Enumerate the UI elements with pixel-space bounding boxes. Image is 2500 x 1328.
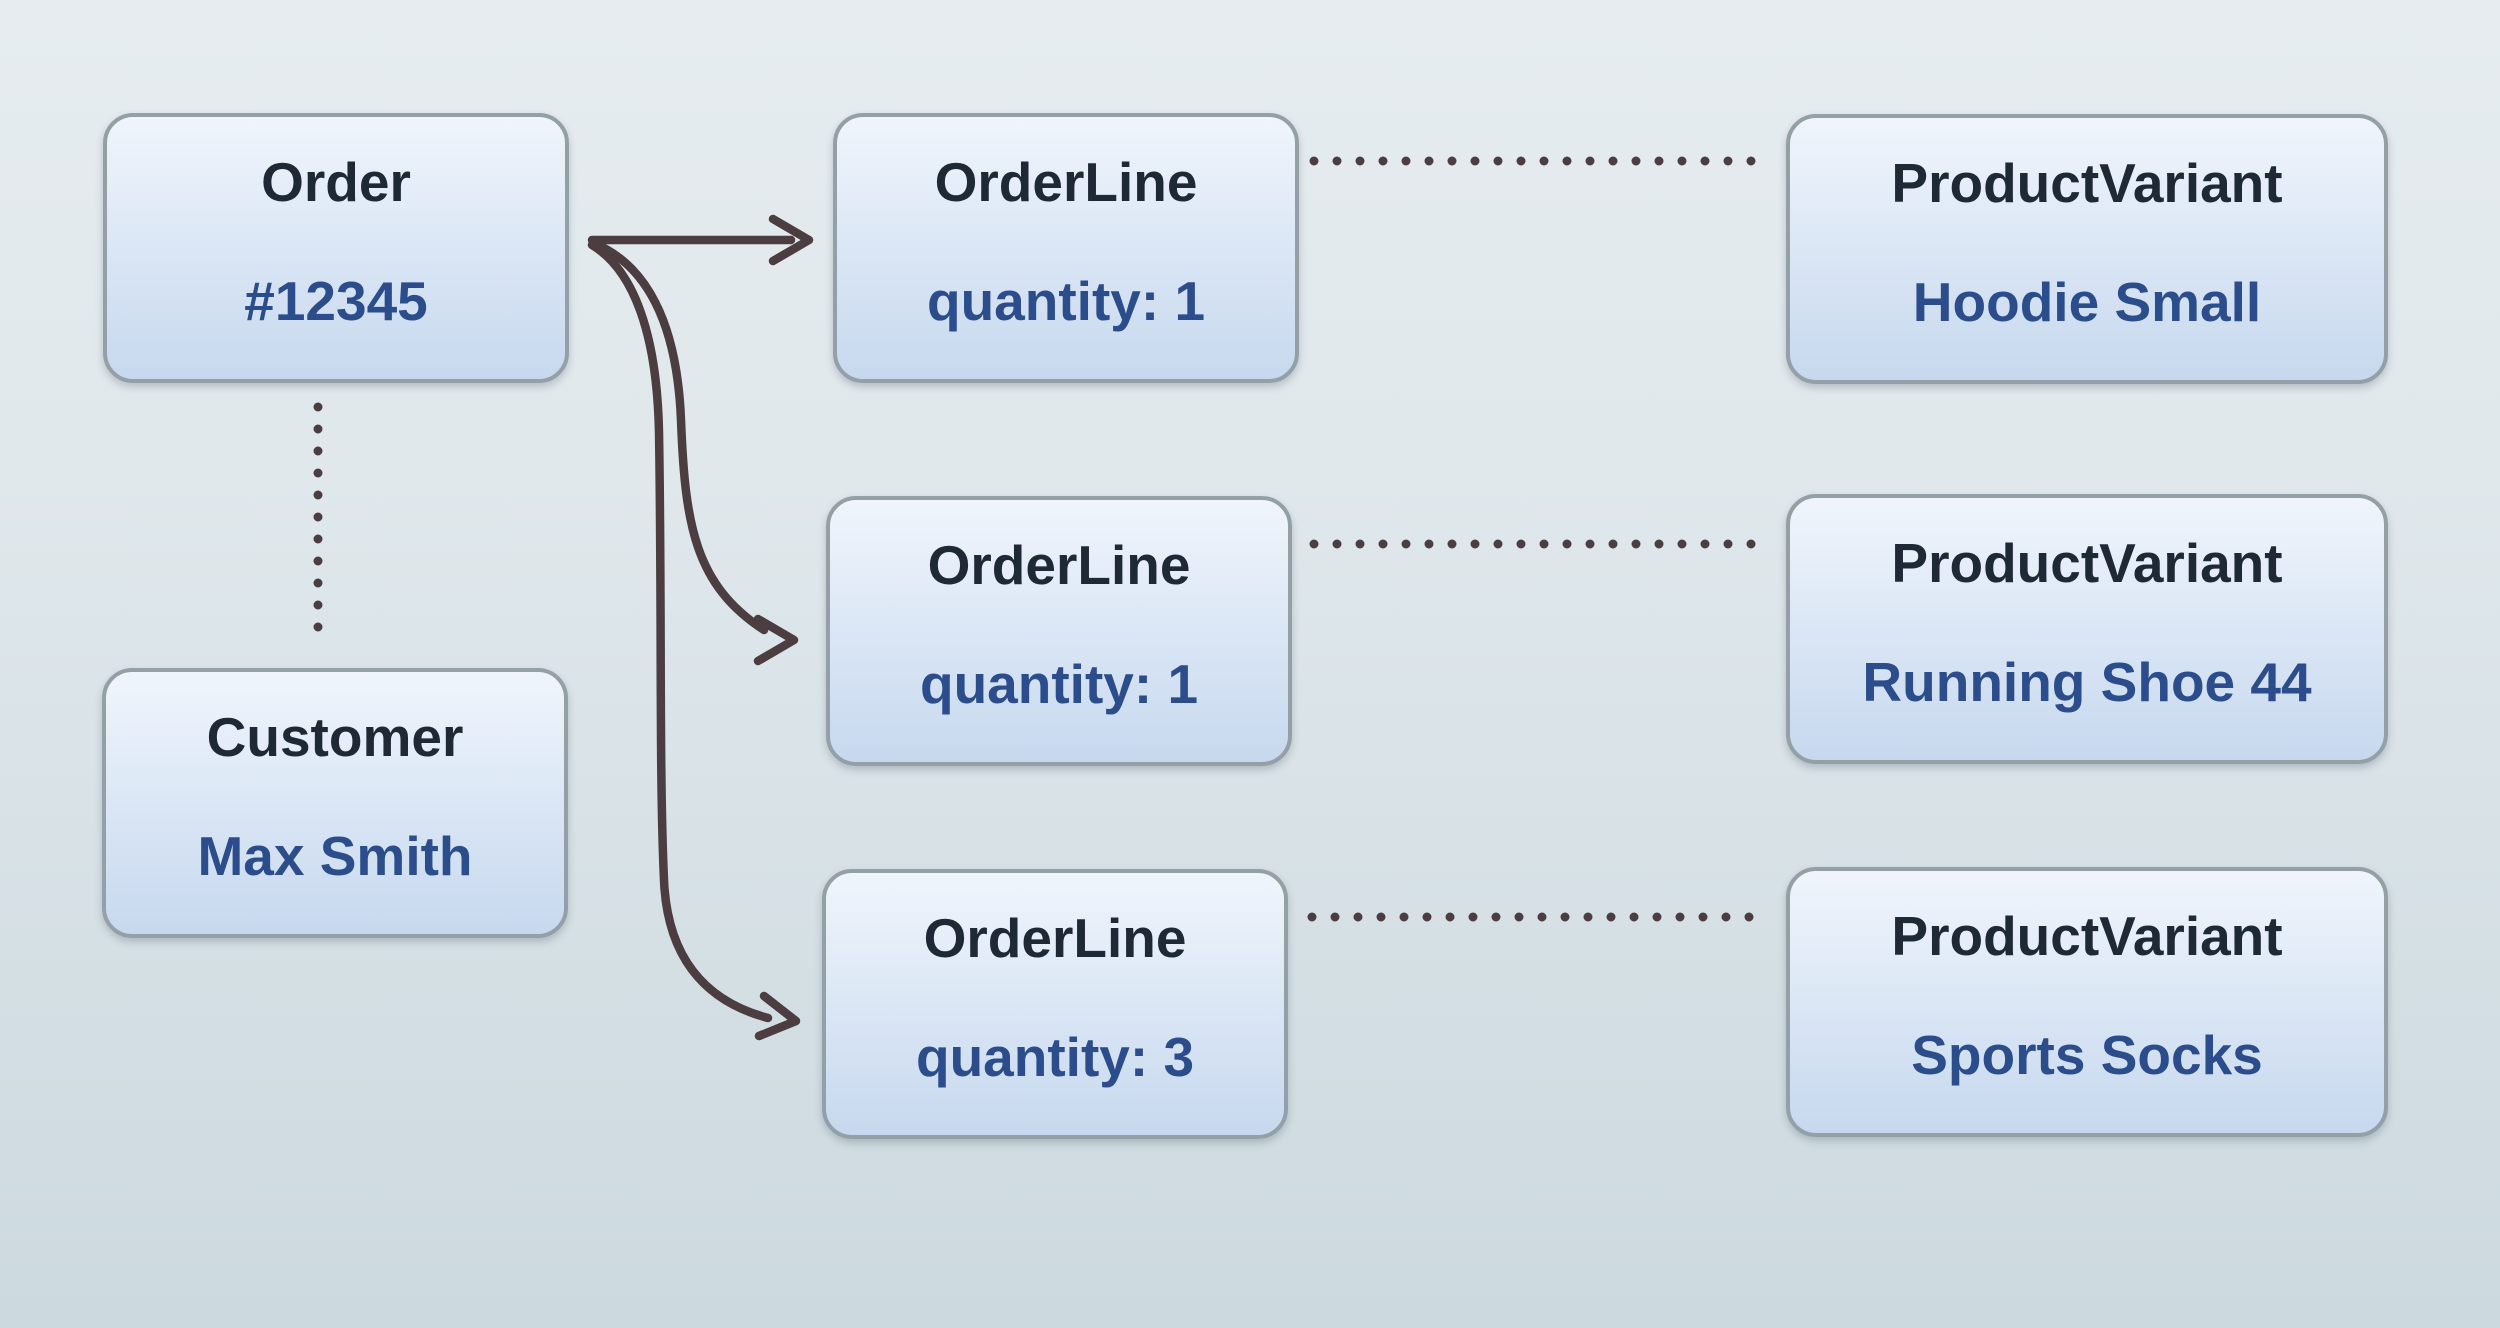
order-node-label: #12345 — [244, 270, 428, 332]
productvariant-node-1-label: Hoodie Small — [1912, 271, 2262, 333]
orderline-node-3-type: OrderLine — [923, 907, 1187, 969]
orderline-node-1: OrderLine quantity: 1 — [833, 113, 1299, 383]
productvariant-node-1: ProductVariant Hoodie Small — [1786, 114, 2388, 384]
productvariant-node-3: ProductVariant Sports Socks — [1786, 867, 2388, 1137]
productvariant-node-2-label: Running Shoe 44 — [1862, 651, 2312, 713]
arrow-order-to-orderline-1 — [587, 214, 814, 266]
orderline-node-3: OrderLine quantity: 3 — [822, 869, 1288, 1139]
orderline-node-1-label: quantity: 1 — [926, 270, 1206, 332]
productvariant-node-2-type: ProductVariant — [1891, 532, 2283, 594]
customer-node-type: Customer — [206, 706, 464, 768]
orderline-node-1-type: OrderLine — [934, 151, 1198, 213]
productvariant-node-1-type: ProductVariant — [1891, 152, 2283, 214]
orderline-node-2: OrderLine quantity: 1 — [826, 496, 1292, 766]
order-node: Order #12345 — [103, 113, 569, 383]
customer-node: Customer Max Smith — [102, 668, 568, 938]
orderline-node-3-label: quantity: 3 — [915, 1026, 1195, 1088]
customer-node-label: Max Smith — [197, 825, 473, 887]
productvariant-node-2: ProductVariant Running Shoe 44 — [1786, 494, 2388, 764]
orderline-node-2-label: quantity: 1 — [919, 653, 1199, 715]
productvariant-node-3-type: ProductVariant — [1891, 905, 2283, 967]
order-node-type: Order — [261, 151, 411, 213]
productvariant-node-3-label: Sports Socks — [1911, 1024, 2263, 1086]
arrow-order-to-orderline-3 — [587, 240, 801, 1041]
orderline-node-2-type: OrderLine — [927, 534, 1191, 596]
arrow-order-to-orderline-2 — [588, 238, 799, 666]
